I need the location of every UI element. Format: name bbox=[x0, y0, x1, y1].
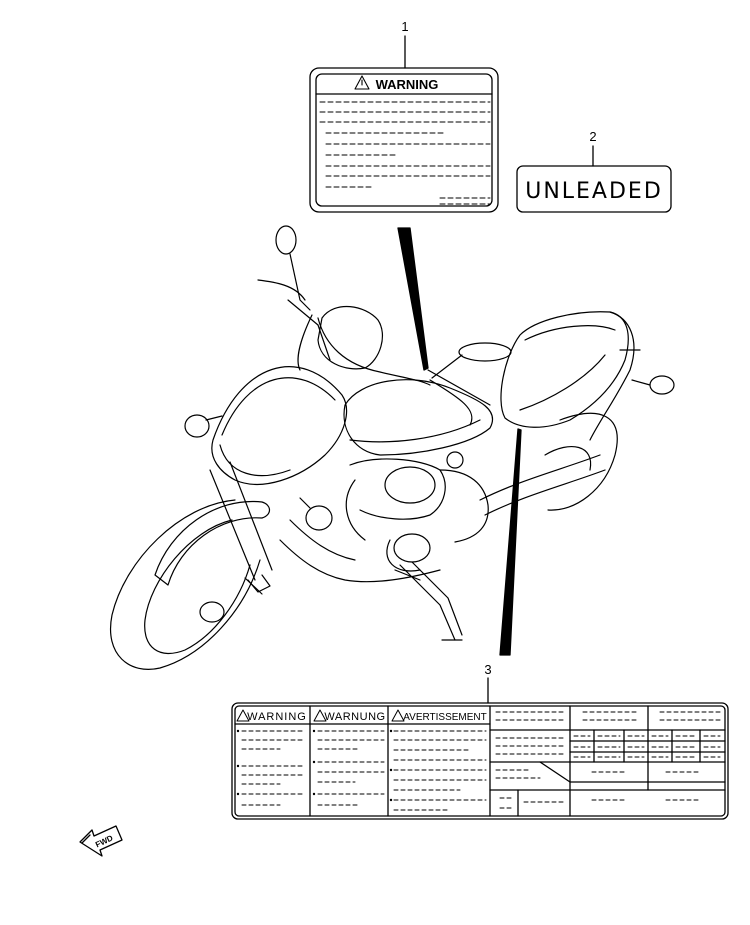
label-1-pointer bbox=[397, 227, 429, 371]
label-3-heading-en: WARNING bbox=[247, 711, 307, 723]
warning-label-3 bbox=[231, 702, 729, 820]
warning-triangle-icon bbox=[313, 709, 327, 722]
callout-number-2: 2 bbox=[589, 129, 596, 144]
warning-triangle-icon bbox=[354, 75, 370, 90]
callout-number-1: 1 bbox=[401, 19, 408, 34]
warning-label-1 bbox=[309, 67, 499, 213]
warning-triangle-icon bbox=[236, 709, 250, 722]
fwd-arrow-icon bbox=[79, 825, 123, 857]
label-3-heading-fr: AVERTISSEMENT bbox=[403, 712, 487, 723]
motorcycle-drawing bbox=[110, 225, 675, 670]
callout-number-3: 3 bbox=[484, 662, 491, 677]
label-3-pointer bbox=[499, 428, 522, 656]
label-3-heading-de: WARNUNG bbox=[324, 711, 385, 723]
warning-label-1-title: WARNING bbox=[376, 77, 439, 92]
unleaded-label-2 bbox=[516, 165, 672, 213]
warning-triangle-icon bbox=[391, 709, 405, 722]
unleaded-label-text: UNLEADED bbox=[525, 179, 663, 204]
